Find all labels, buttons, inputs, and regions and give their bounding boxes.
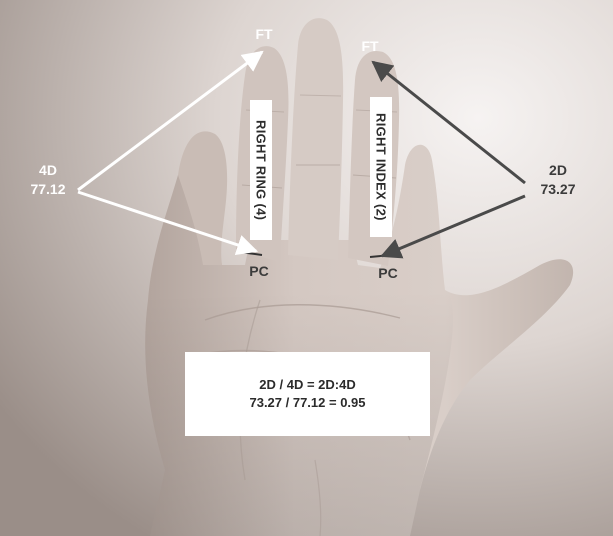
index-length-value: 73.27 bbox=[526, 180, 590, 198]
index-base-label: PC bbox=[373, 264, 403, 282]
ring-length-value: 77.12 bbox=[20, 180, 76, 198]
index-length-name: 2D bbox=[526, 161, 590, 179]
ratio-calculation-line: 73.27 / 77.12 = 0.95 bbox=[249, 394, 365, 412]
ratio-formula-line: 2D / 4D = 2D:4D bbox=[259, 376, 355, 394]
ring-finger-label: RIGHT RING (4) bbox=[254, 120, 269, 220]
index-tip-label: FT bbox=[358, 37, 382, 55]
ratio-formula-box: 2D / 4D = 2D:4D 73.27 / 77.12 = 0.95 bbox=[185, 352, 430, 436]
ring-base-label: PC bbox=[244, 262, 274, 280]
ring-length-name: 4D bbox=[20, 161, 76, 179]
ring-tip-label: FT bbox=[252, 25, 276, 43]
index-finger-label-box: RIGHT INDEX (2) bbox=[370, 97, 392, 237]
ring-finger-label-box: RIGHT RING (4) bbox=[250, 100, 272, 240]
index-finger-label: RIGHT INDEX (2) bbox=[374, 113, 389, 221]
